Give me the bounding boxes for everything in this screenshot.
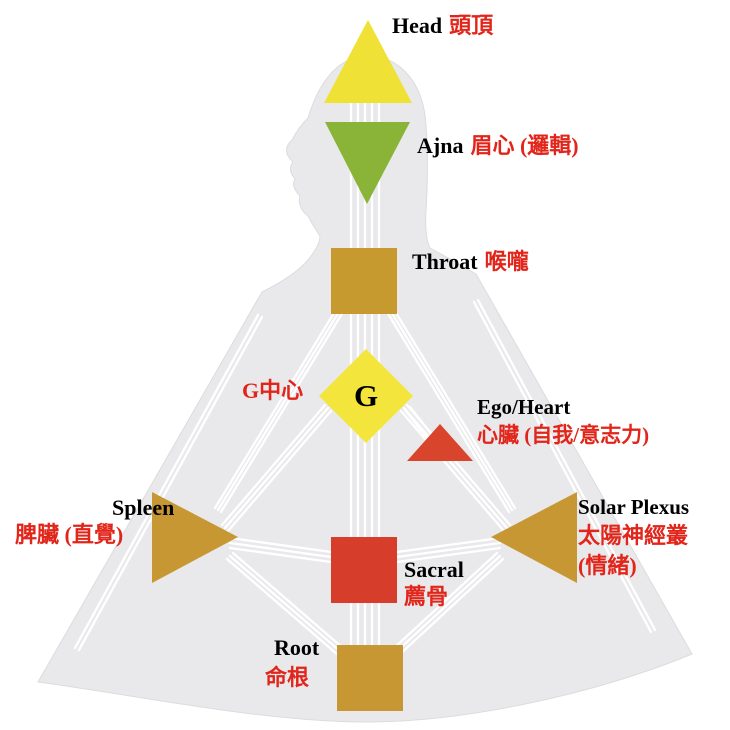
solar-plexus-label-en: Solar Plexus: [578, 495, 690, 519]
g-center-shape: [319, 349, 413, 443]
throat-center-shape: [331, 248, 397, 314]
head-label-zh: 頭頂: [449, 13, 494, 38]
channel-right-arm-edge: [472, 298, 657, 634]
solar-plexus-center-shape: [491, 492, 577, 583]
root-center-shape: [337, 645, 403, 711]
throat-label-en: Throat: [412, 249, 478, 274]
spleen-center-shape: [152, 492, 238, 583]
sacral-center-shape: [331, 537, 397, 603]
channel-solar-plexus-root: [391, 551, 505, 657]
head-label-en: Head: [392, 13, 443, 38]
spleen-label-zh: 脾臟 (直覺): [15, 522, 124, 547]
g-label: G中心: [242, 378, 304, 403]
ajna-label-zh: 眉心 (邏輯): [470, 133, 579, 158]
channel-spleen-sacral: [228, 536, 333, 564]
sacral-label-zh: 薦骨: [404, 584, 449, 609]
head-center-shape: [324, 20, 412, 103]
ajna-center-shape: [325, 122, 410, 204]
channel-spleen-root: [225, 551, 346, 657]
channel-throat-spleen: [213, 306, 345, 514]
ego-center-shape: [407, 424, 473, 461]
spleen-label-en: Spleen: [112, 495, 175, 520]
g-label-zh: G中心: [242, 378, 304, 403]
ego-label-en: Ego/Heart: [477, 395, 571, 419]
root-label-zh: 命根: [265, 665, 310, 690]
root-label-en: Root: [274, 635, 320, 660]
ego-label-zh: 心臟 (自我/意志力): [477, 423, 650, 447]
channel-solar-plexus-sacral: [395, 536, 502, 564]
channel-left-arm-edge: [73, 313, 264, 652]
solar-plexus-label-zh2: (情緒): [578, 553, 637, 578]
sacral-label-en: Sacral: [404, 557, 464, 582]
throat-label-zh: 喉嚨: [484, 249, 529, 274]
channel-g-spleen: [220, 403, 333, 533]
channel-throat-solar-plexus: [385, 306, 517, 514]
ajna-label-en: Ajna: [417, 133, 464, 158]
g-center-glyph: G: [353, 378, 379, 413]
solar-plexus-label-zh1: 太陽神經叢: [578, 523, 689, 548]
